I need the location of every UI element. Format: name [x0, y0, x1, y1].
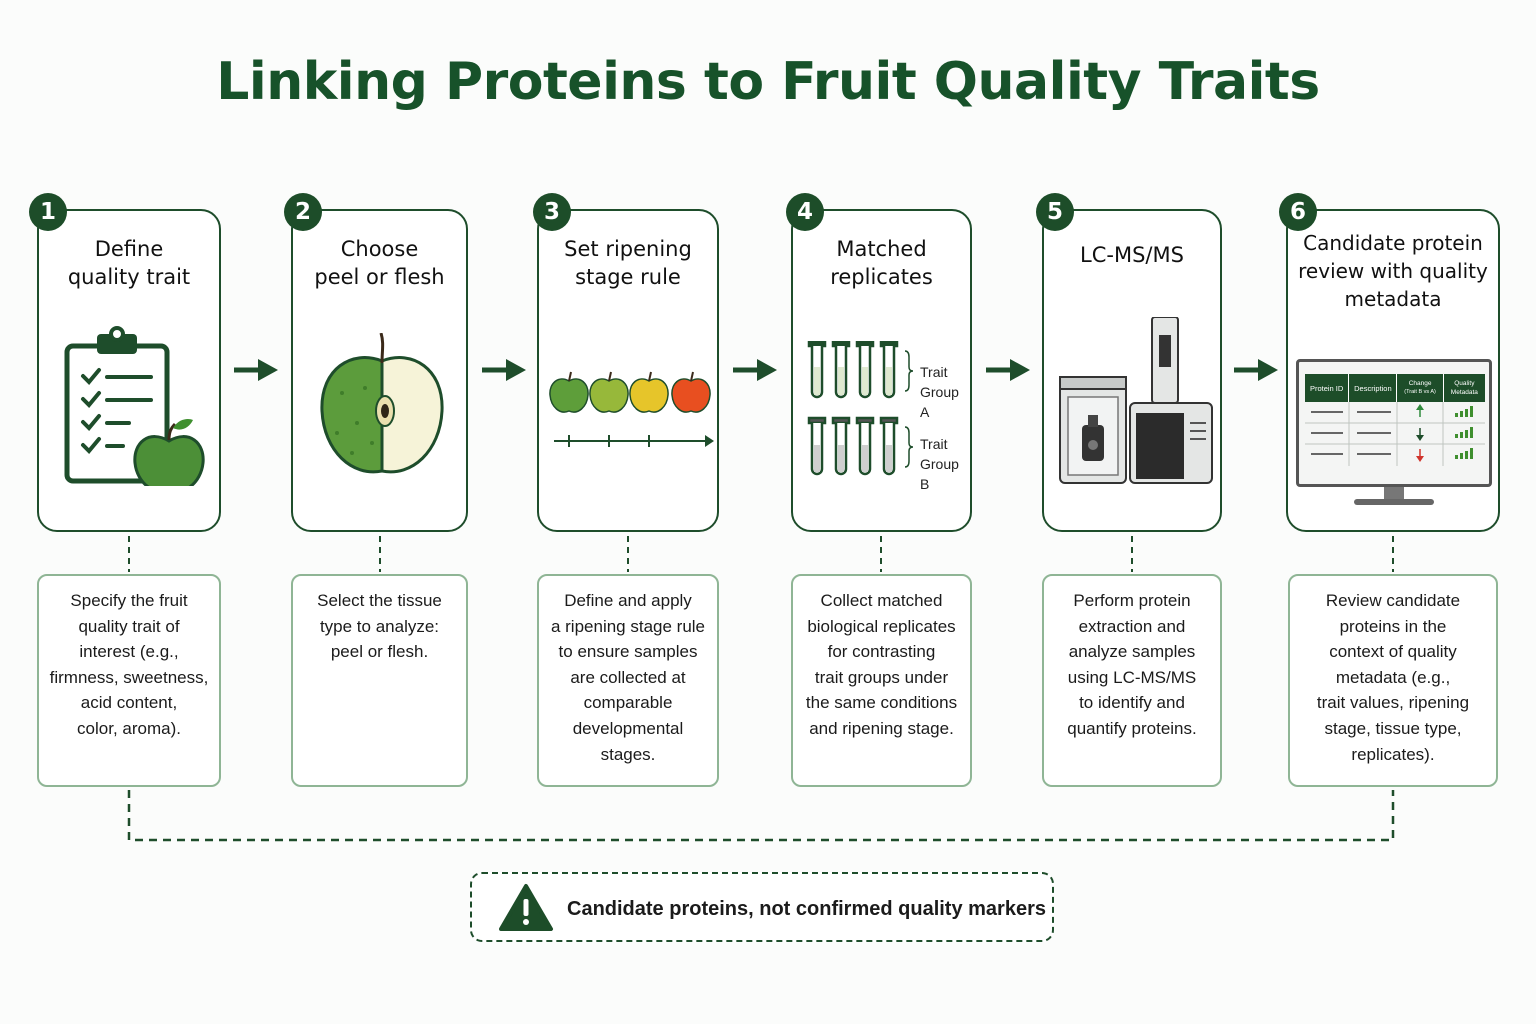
- arrow-right-icon-5: [1234, 359, 1278, 381]
- arrow-right-icon-4: [986, 359, 1030, 381]
- tube-group-a: [807, 341, 899, 399]
- step-description-1: Specify the fruit quality trait of inter…: [37, 574, 221, 787]
- ripening-apples-icon: [549, 371, 714, 447]
- step-description-4: Collect matched biological replicates fo…: [791, 574, 972, 787]
- step-card-2: Choose peel or flesh: [291, 209, 468, 532]
- step-card-5: LC-MS/MS: [1042, 209, 1222, 532]
- step-description-2: Select the tissue type to analyze: peel …: [291, 574, 468, 787]
- bar-chart-icon: [1455, 406, 1473, 459]
- bracket-connector: [127, 790, 1395, 842]
- step-badge-4: 4: [786, 193, 824, 231]
- step-title-4: Matched replicates: [830, 237, 933, 289]
- arrow-down-icon: [1416, 449, 1424, 462]
- arrow-down-icon: [1416, 428, 1424, 441]
- step-description-3: Define and apply a ripening stage rule t…: [537, 574, 719, 787]
- step-badge-3: 3: [533, 193, 571, 231]
- step-card-1: Define quality trait: [37, 209, 221, 532]
- warning-icon: [499, 884, 553, 931]
- table-body: [1305, 402, 1485, 466]
- arrow-up-icon: [1416, 404, 1424, 417]
- arrow-right-icon-3: [733, 359, 777, 381]
- table-header-cell: Protein ID: [1305, 374, 1350, 402]
- step-description-6: Review candidate proteins in the context…: [1288, 574, 1498, 787]
- monitor-stand: [1384, 487, 1404, 499]
- caution-note: Candidate proteins, not confirmed qualit…: [470, 872, 1054, 942]
- step-badge-6: 6: [1279, 193, 1317, 231]
- arrow-right-icon-2: [482, 359, 526, 381]
- arrow-right-icon-1: [234, 359, 278, 381]
- step-card-4: Matched replicates: [791, 209, 972, 532]
- halved-apple-icon: [320, 333, 444, 474]
- step-badge-2: 2: [284, 193, 322, 231]
- step-title-6: Candidate protein review with quality me…: [1298, 231, 1488, 311]
- test-tubes-icon: [807, 341, 914, 476]
- trait-group-a-label: Trait Group A: [920, 364, 959, 420]
- table-header-cell: Change (Trait B vs A): [1397, 374, 1444, 402]
- caution-note-text: Candidate proteins, not confirmed qualit…: [567, 898, 1046, 920]
- lc-ms-instrument-icon: [1059, 317, 1213, 484]
- monitor-screen: Protein ID Description Change (Trait B v…: [1296, 359, 1492, 487]
- step-title-5: LC-MS/MS: [1080, 243, 1184, 267]
- clipboard-apple-icon: [64, 326, 205, 486]
- step-title-1: Define quality trait: [67, 237, 191, 289]
- table-header-cell: Quality Metadata: [1450, 380, 1478, 396]
- tube-group-b: [807, 416, 899, 476]
- step-card-3: Set ripening stage rule: [537, 209, 719, 532]
- step-badge-1: 1: [29, 193, 67, 231]
- step-badge-5: 5: [1036, 193, 1074, 231]
- step-card-6: Candidate protein review with quality me…: [1286, 209, 1500, 532]
- table-header-row: Protein ID Description Change (Trait B v…: [1305, 374, 1485, 402]
- step-description-5: Perform protein extraction and analyze s…: [1042, 574, 1222, 787]
- step-title-3: Set ripening stage rule: [564, 237, 692, 289]
- table-header-cell: Description: [1349, 374, 1398, 402]
- monitor-table-icon: Protein ID Description Change (Trait B v…: [1296, 359, 1492, 509]
- trait-group-b-label: Trait Group B: [920, 436, 959, 492]
- step-title-2: Choose peel or flesh: [314, 237, 445, 289]
- monitor-base: [1354, 499, 1434, 505]
- page-title: Linking Proteins to Fruit Quality Traits: [216, 52, 1320, 112]
- results-table: Protein ID Description Change (Trait B v…: [1305, 374, 1485, 466]
